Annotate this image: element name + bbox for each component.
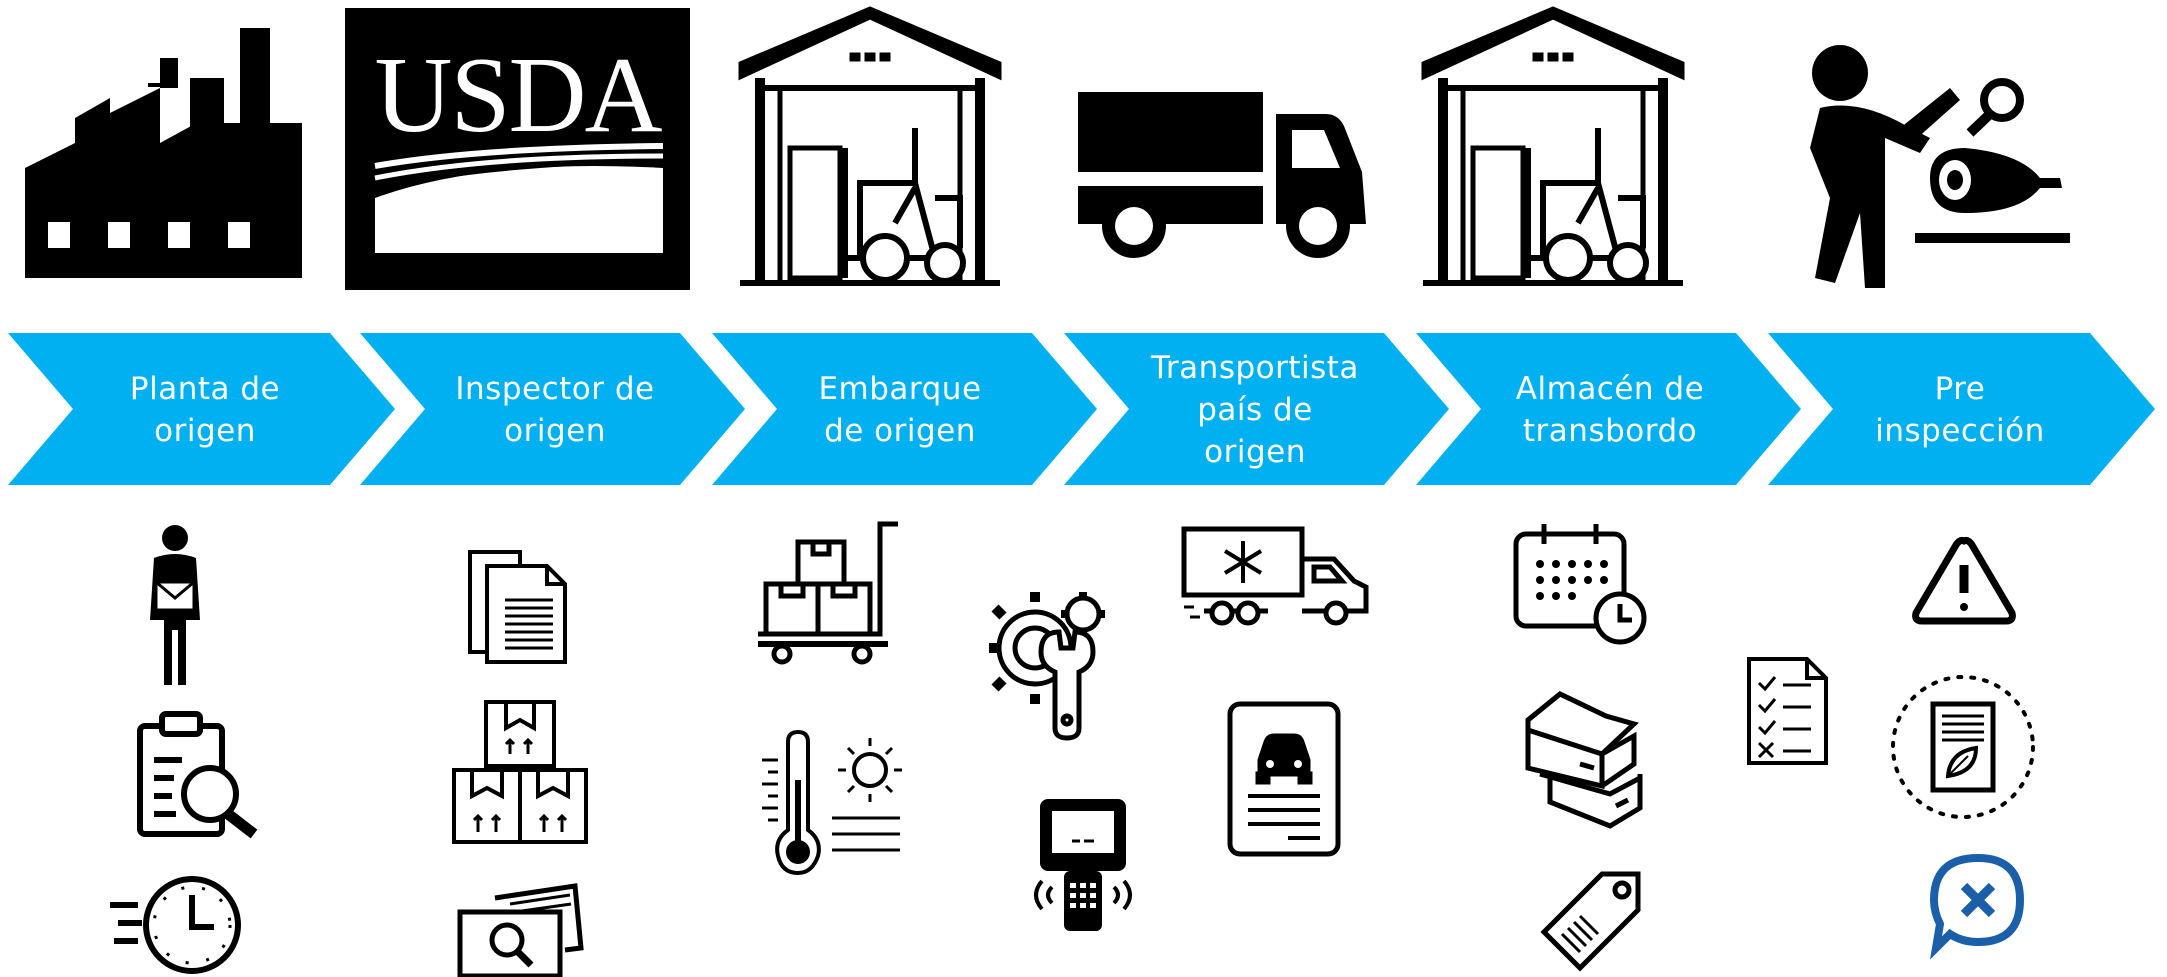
checklist-icon (1745, 655, 1830, 767)
image-search-icon (455, 878, 585, 977)
stacked-boxes-icon (450, 698, 590, 846)
usda-logo: USDA (345, 8, 690, 290)
documents-icon (465, 542, 577, 664)
chevron-step-2 (360, 333, 745, 485)
vehicle-document-icon (1226, 700, 1342, 858)
chevron-step-4 (1064, 333, 1449, 485)
person-with-envelope-icon (140, 520, 210, 685)
calendar-clock-icon (1512, 520, 1647, 645)
chevron-step-3 (712, 333, 1097, 485)
rejection-bubble-icon (1928, 852, 2028, 960)
gear-wrench-icon (985, 588, 1110, 741)
open-boxes-icon (1520, 690, 1643, 830)
worker-inspecting-ham-icon (1790, 28, 2080, 293)
chevron-step-5 (1416, 333, 1801, 485)
step-label-almacen-de-transbordo: Almacén de transbordo (1515, 371, 1705, 449)
refrigerated-truck-icon (1180, 525, 1370, 630)
process-chevrons (8, 333, 2155, 485)
hand-truck-boxes-icon (758, 521, 908, 665)
factory-icon (20, 18, 310, 278)
fast-clock-icon (110, 865, 250, 977)
thermometer-sun-icon (760, 729, 910, 876)
price-tag-icon (1540, 870, 1642, 975)
truck-icon (1078, 92, 1368, 258)
step-label-planta-de-origen: Planta de origen (129, 371, 281, 449)
handheld-scanner-icon (1018, 795, 1148, 932)
usda-logo-text: USDA (374, 36, 662, 155)
warehouse-forklift-icon (1418, 6, 1688, 286)
chevron-step-1 (8, 333, 395, 485)
chevron-step-6 (1768, 333, 2155, 485)
warehouse-forklift-icon (735, 6, 1005, 286)
step-label-pre-inspeccion: Pre inspección (1875, 371, 2045, 449)
warning-icon (1910, 535, 2018, 625)
clipboard-search-icon (132, 708, 262, 839)
step-label-transportista-pais-de-origen: Transportista país de origen (1151, 350, 1359, 470)
certificate-document-icon (1888, 672, 2038, 822)
step-label-embarque-de-origen: Embarque de origen (818, 371, 982, 449)
step-label-inspector-de-origen: Inspector de origen (455, 371, 655, 449)
